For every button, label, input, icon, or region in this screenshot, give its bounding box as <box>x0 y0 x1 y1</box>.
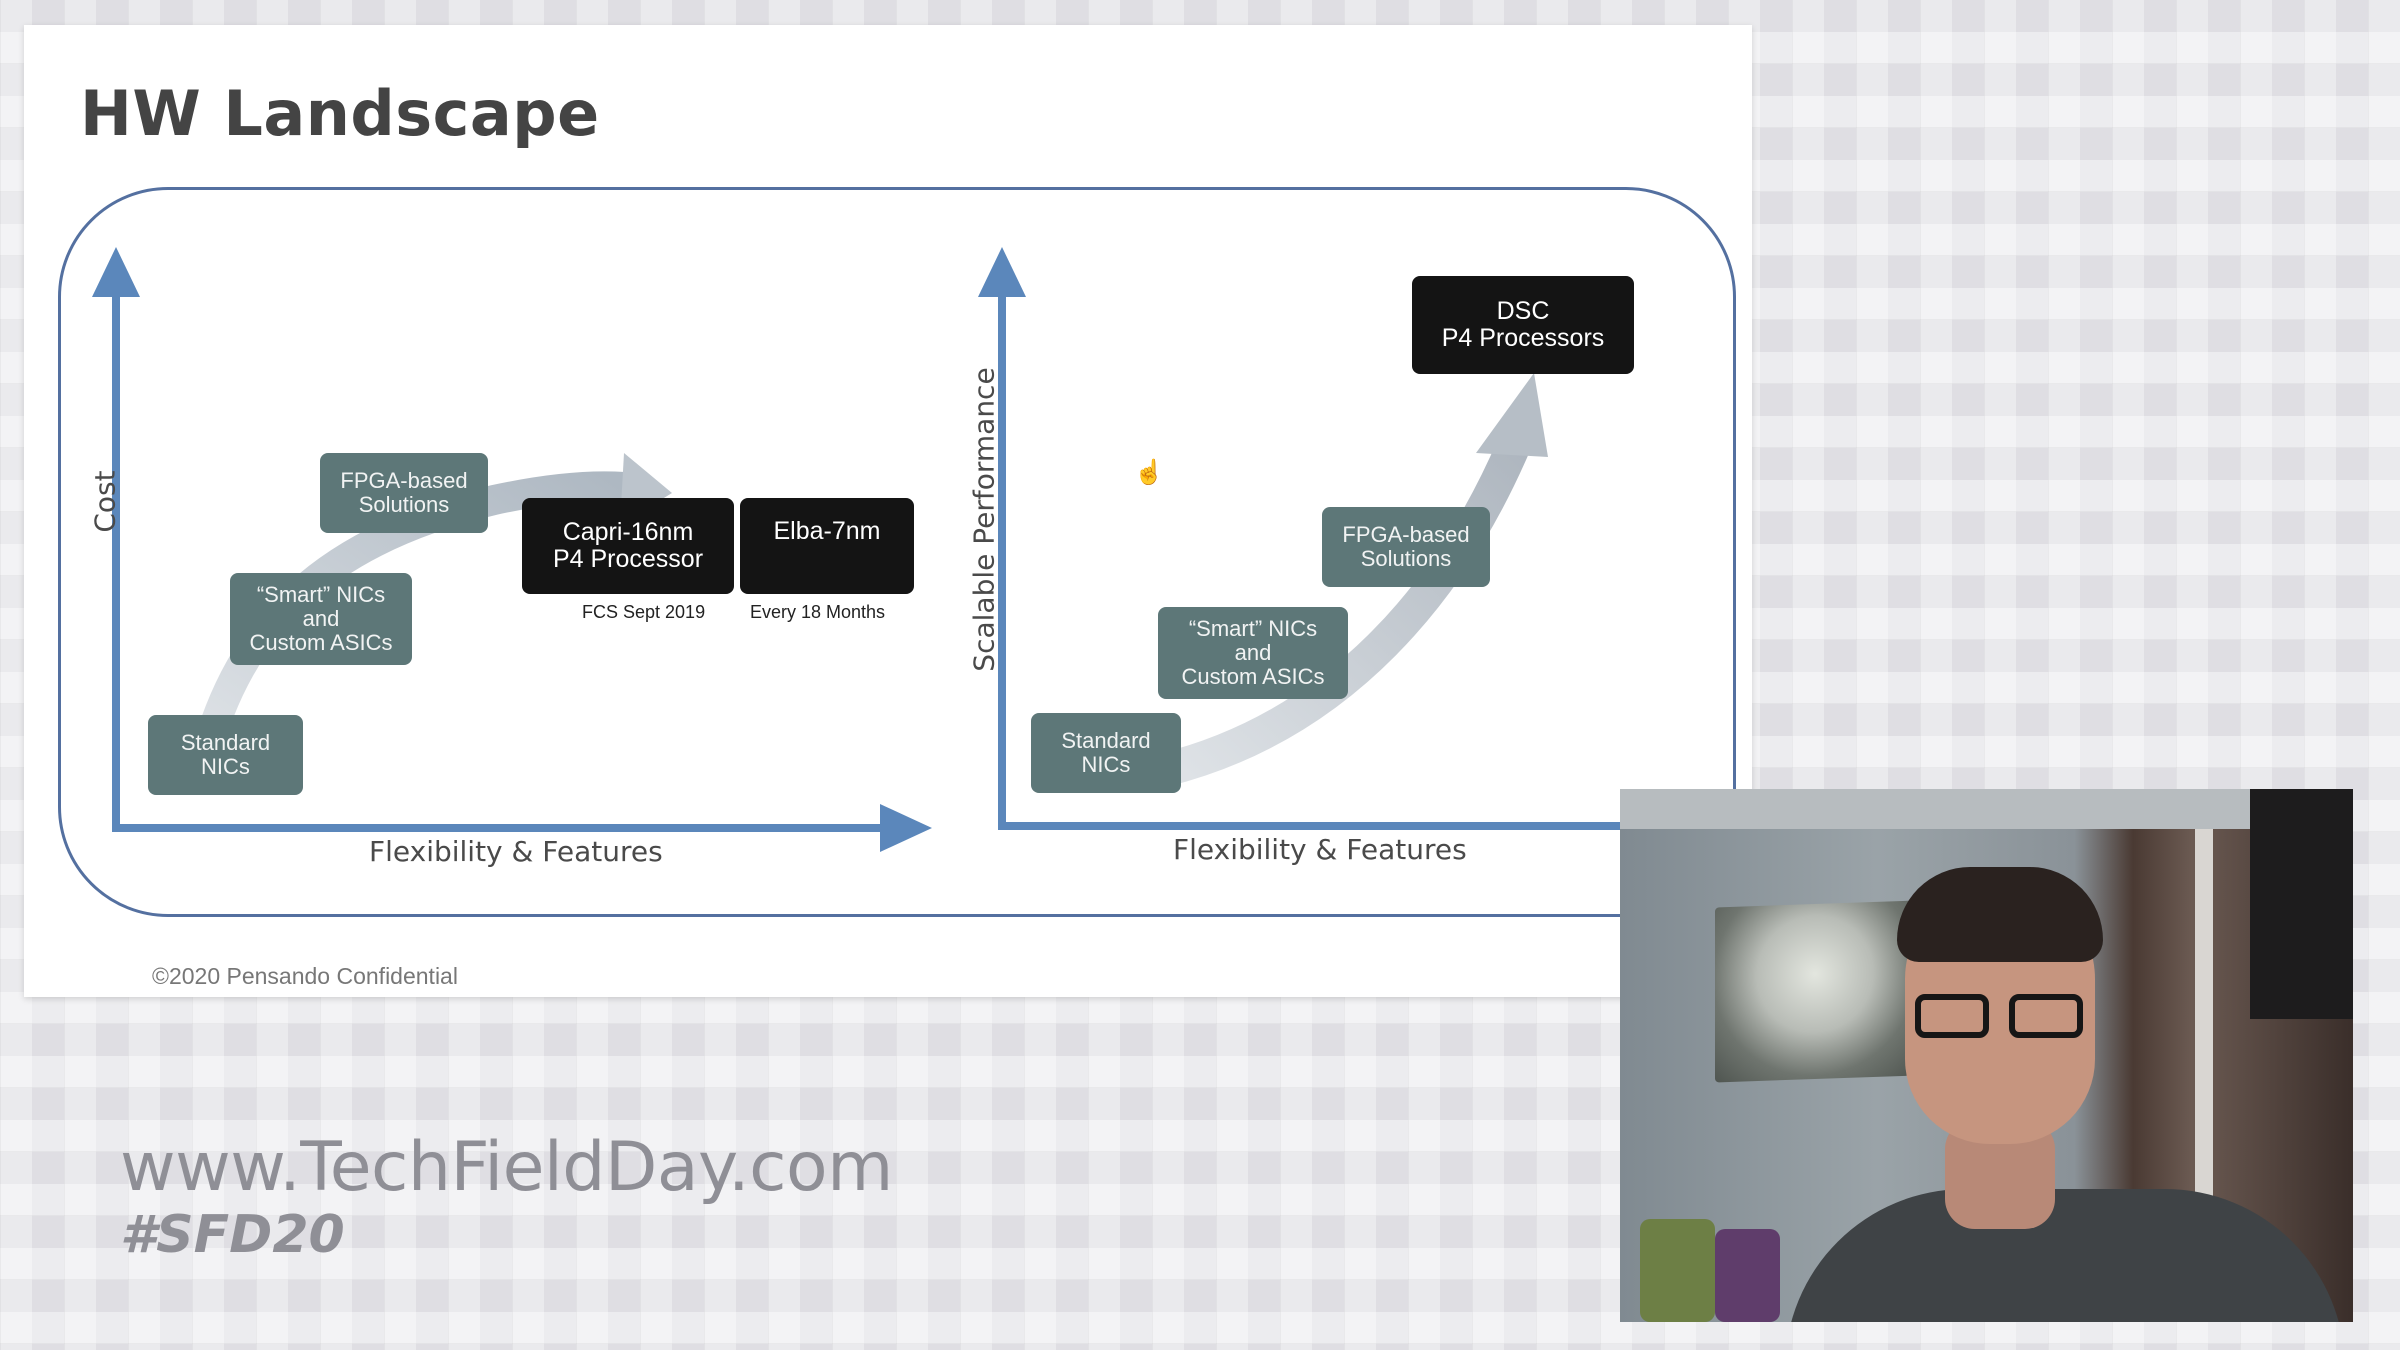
elba-caption: Every 18 Months <box>750 602 886 622</box>
left-x-axis-label: Flexibility & Features <box>369 835 663 868</box>
video-purple-case <box>1715 1229 1780 1322</box>
watermark-site: www.TechFieldDay.com <box>120 1128 893 1207</box>
speaker-shirt <box>1785 1189 2345 1322</box>
diagram-frame <box>58 187 1736 917</box>
video-tv <box>2250 789 2353 1019</box>
left-box-smart-nics: “Smart” NICs and Custom ASICs <box>230 573 412 665</box>
left-y-axis-arrowhead <box>92 247 140 297</box>
right-progress-curve <box>1159 438 1530 787</box>
watermark-hashtag: #SFD20 <box>120 1205 345 1265</box>
right-box-dsc: DSC P4 Processors <box>1412 276 1634 374</box>
right-progress-arrowhead <box>1476 373 1548 457</box>
right-y-axis-arrowhead <box>978 247 1026 297</box>
video-ceiling <box>1620 789 2353 829</box>
capri-caption: FCS Sept 2019 <box>582 602 706 622</box>
hand-pointer-icon: ☝ <box>1134 459 1164 486</box>
video-green-case <box>1640 1219 1715 1322</box>
speaker-video <box>1620 789 2353 1322</box>
left-box-standard-nics: Standard NICs <box>148 715 303 795</box>
slide-title: HW Landscape <box>80 77 600 150</box>
left-y-axis-label: Cost <box>88 470 122 533</box>
video-painting <box>1715 900 1915 1083</box>
right-box-fpga: FPGA-based Solutions <box>1322 507 1490 587</box>
speaker-glasses <box>1915 994 2095 1042</box>
left-box-fpga: FPGA-based Solutions <box>320 453 488 533</box>
left-box-capri: Capri-16nm P4 Processor <box>522 498 734 594</box>
left-lens <box>1915 994 1989 1038</box>
presentation-slide: HW Landscape Cost Flexibilit <box>24 25 1752 997</box>
slide-footer: ©2020 Pensando Confidential <box>152 963 458 989</box>
right-box-standard-nics: Standard NICs <box>1031 713 1181 793</box>
left-box-elba: Elba-7nm <box>740 498 914 594</box>
right-box-smart-nics: “Smart” NICs and Custom ASICs <box>1158 607 1348 699</box>
right-x-axis-label: Flexibility & Features <box>1173 833 1467 866</box>
speaker-hair <box>1897 867 2103 962</box>
left-x-axis-arrowhead <box>880 804 932 852</box>
right-y-axis-label: Scalable Performance <box>967 367 1001 672</box>
right-lens <box>2009 994 2083 1038</box>
